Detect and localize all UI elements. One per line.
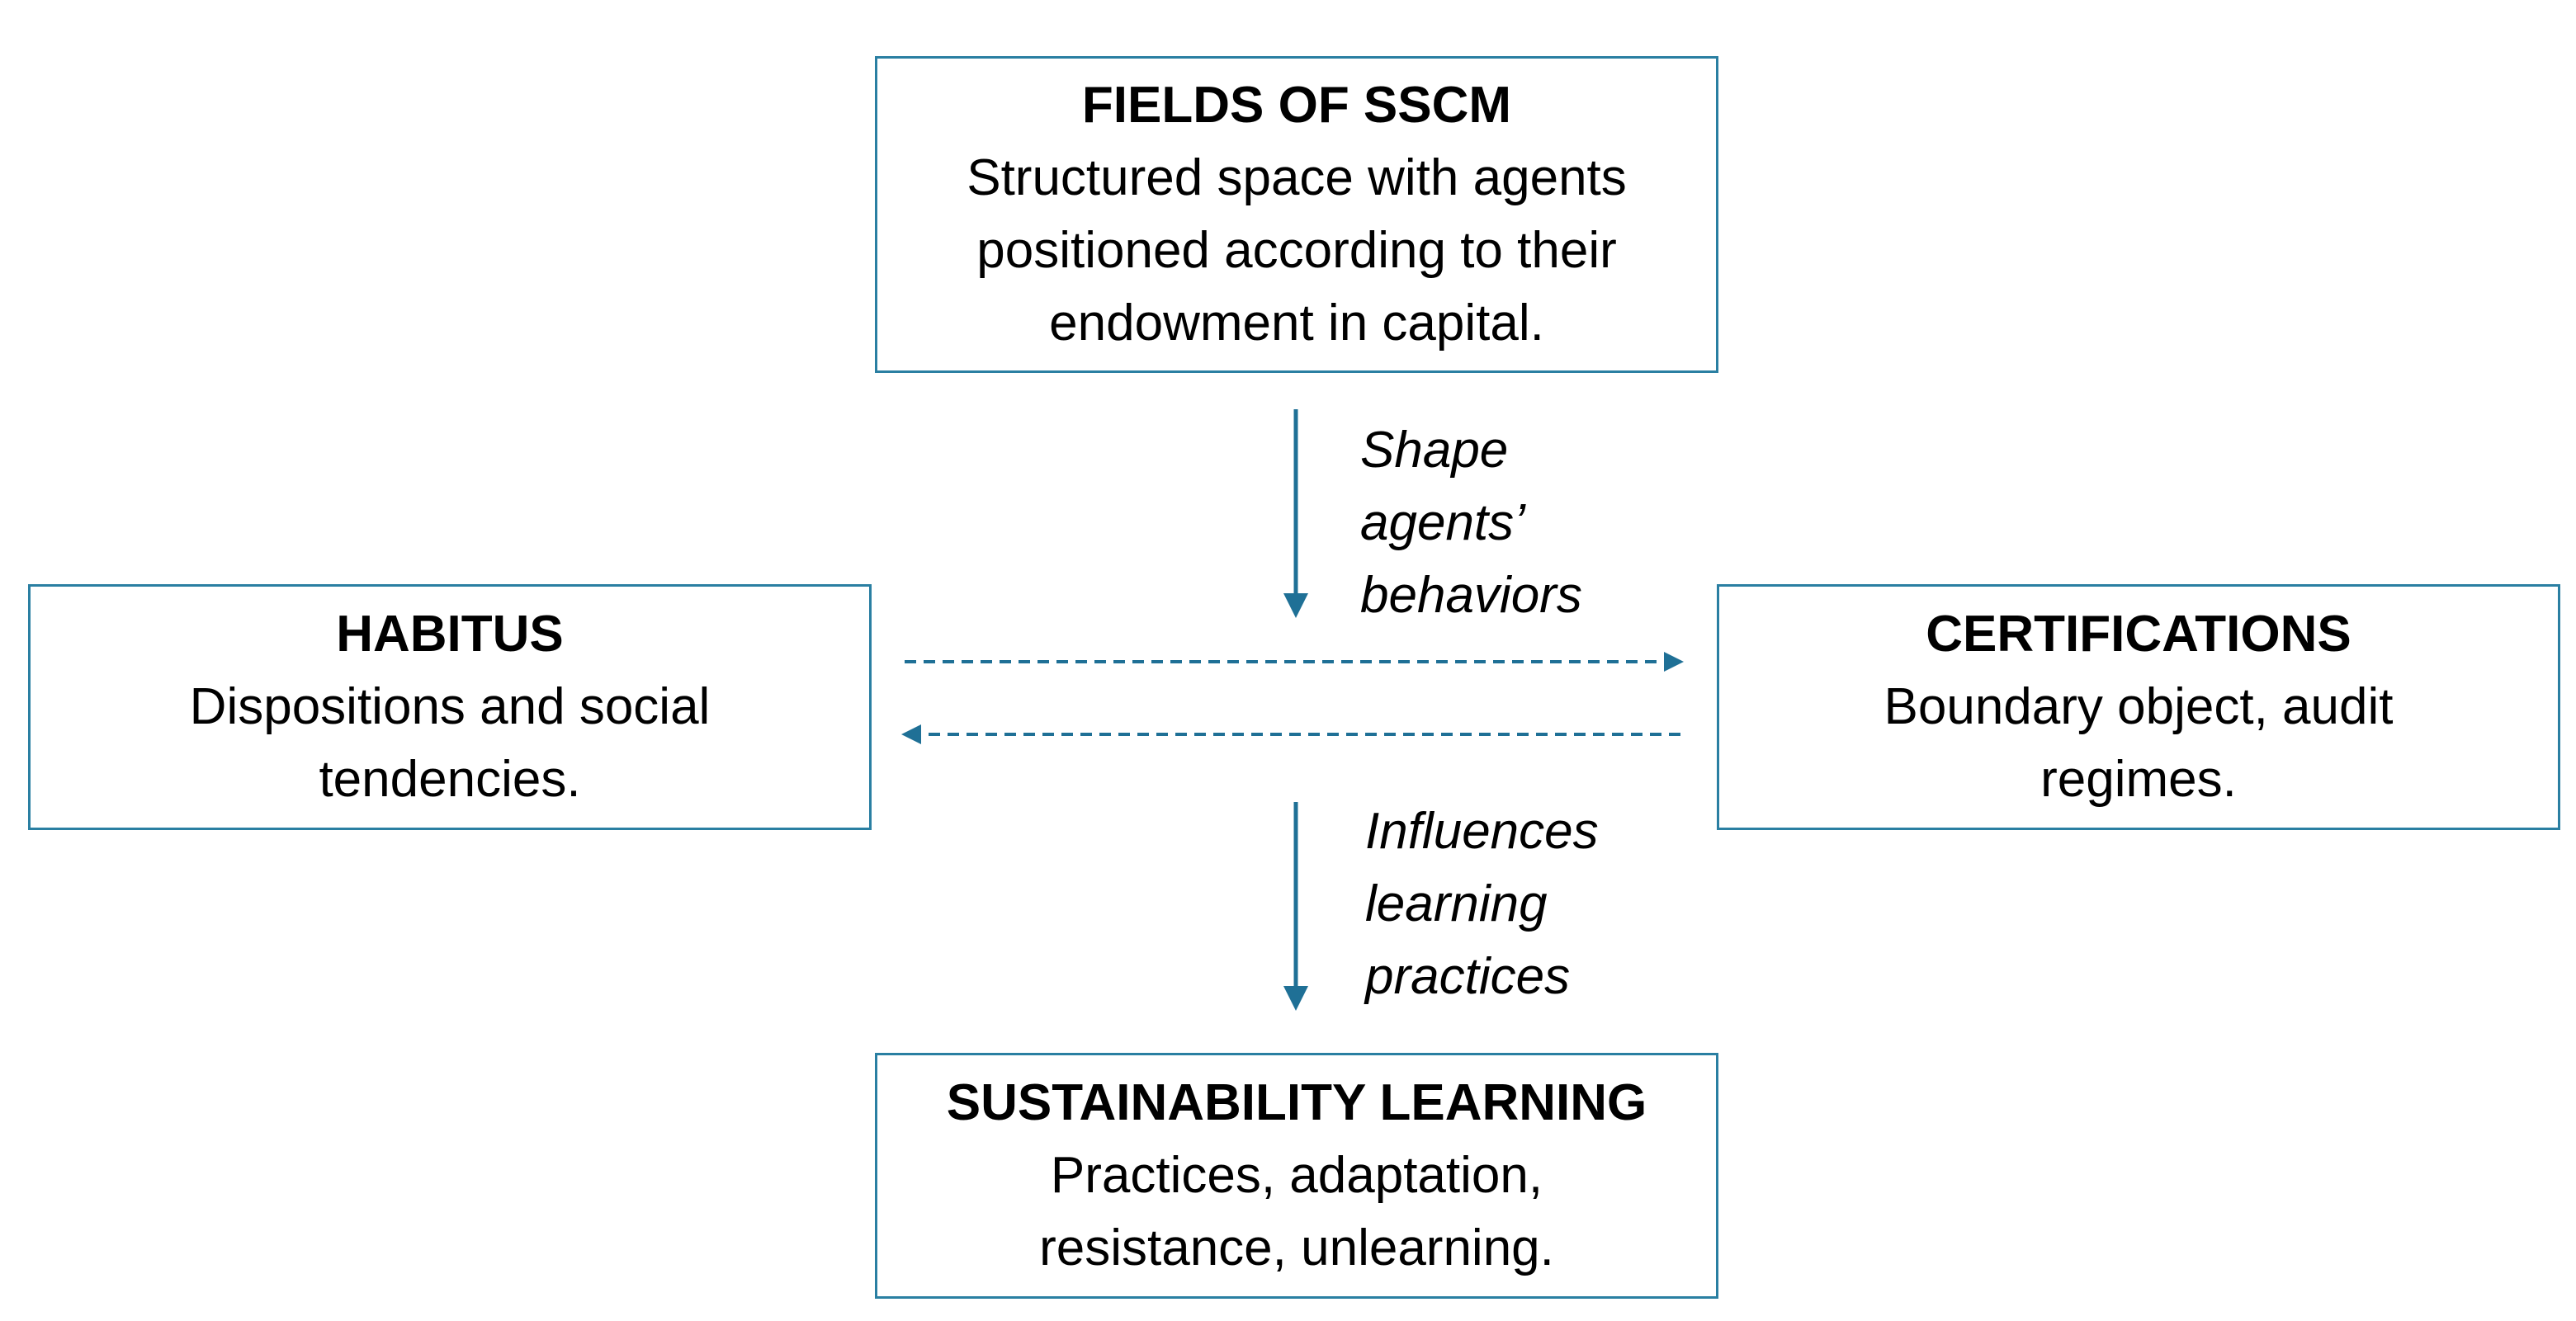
- edge-label-influences-learning: Influences learning practices: [1365, 795, 1599, 1013]
- edge-label-line: Influences: [1365, 803, 1599, 860]
- node-title: HABITUS: [336, 606, 564, 663]
- node-description-line: endowment in capital.: [1049, 295, 1544, 351]
- node-certifications: CERTIFICATIONS Boundary object, audit re…: [1717, 584, 2560, 830]
- edge-label-line: Shape: [1360, 422, 1509, 479]
- edge-label-line: practices: [1365, 948, 1571, 1005]
- node-description-line: Practices, adaptation,: [1050, 1147, 1543, 1204]
- node-fields-of-sscm: FIELDS OF SSCM Structured space with age…: [875, 56, 1718, 373]
- node-description-line: Structured space with agents: [967, 149, 1627, 206]
- node-title: SUSTAINABILITY LEARNING: [946, 1074, 1647, 1131]
- node-description-line: regimes.: [2040, 751, 2237, 808]
- node-description: Structured space with agents positioned …: [967, 142, 1627, 360]
- edge-label-shape-behaviors: Shape agents’ behaviors: [1360, 414, 1582, 632]
- node-sustainability-learning: SUSTAINABILITY LEARNING Practices, adapt…: [875, 1053, 1718, 1299]
- node-description: Practices, adaptation, resistance, unlea…: [1039, 1139, 1554, 1285]
- node-description: Dispositions and social tendencies.: [190, 671, 711, 816]
- node-habitus: HABITUS Dispositions and social tendenci…: [28, 584, 872, 830]
- node-description-line: tendencies.: [319, 751, 581, 808]
- node-title: CERTIFICATIONS: [1926, 606, 2351, 663]
- node-description-line: Dispositions and social: [189, 678, 711, 735]
- node-description-line: Boundary object, audit: [1884, 678, 2394, 735]
- node-description-line: resistance, unlearning.: [1039, 1220, 1554, 1276]
- node-description-line: positioned according to their: [976, 222, 1617, 279]
- node-title: FIELDS OF SSCM: [1081, 77, 1512, 134]
- node-description: Boundary object, audit regimes.: [1884, 671, 2394, 816]
- edge-label-line: learning: [1365, 875, 1548, 932]
- edge-label-line: behaviors: [1360, 567, 1582, 624]
- edge-label-line: agents’: [1360, 494, 1525, 551]
